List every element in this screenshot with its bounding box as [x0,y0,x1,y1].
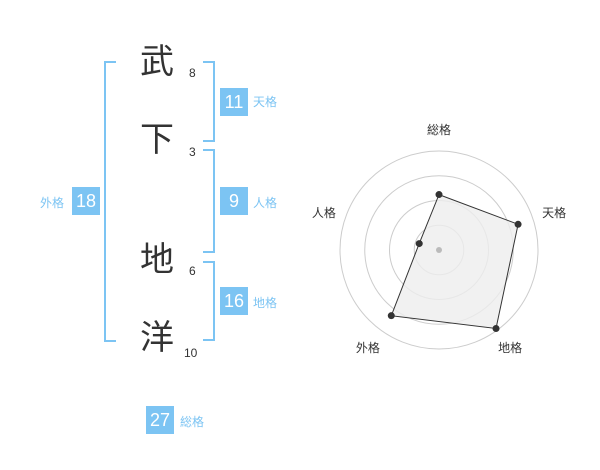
soukaku-label: 総格 [180,415,205,429]
jinkaku-label: 人格 [253,196,278,210]
radar-center-point [436,247,442,253]
surname-char-2: 下 [140,120,174,160]
given-char-1: 地 [140,240,174,280]
tenkaku-label: 天格 [253,95,278,109]
radar-axis-label: 外格 [355,341,380,356]
radar-grid-ring [339,150,539,350]
chikaku-bracket [203,261,215,341]
stroke-count-4: 10 [184,346,198,360]
gaikaku-value-badge: 18 [72,187,100,215]
radar-point-3 [387,312,395,320]
radar-axis-label: 地格 [498,341,523,356]
radar-point-2 [492,324,500,332]
radar-point-1 [514,220,522,228]
stroke-count-3: 6 [189,264,196,278]
radar-point-4 [415,240,423,248]
radar-axis-label: 総格 [427,122,452,137]
tenkaku-value-badge: 11 [220,88,248,116]
stroke-count-2: 3 [189,145,196,159]
soukaku-value-badge: 27 [146,406,174,434]
chikaku-value-badge: 16 [220,287,248,315]
radar-axis-label: 人格 [311,206,336,221]
chikaku-label: 地格 [253,296,278,310]
stroke-count-1: 8 [189,66,196,80]
gaikaku-label: 外格 [40,196,65,210]
radar-grid-ring [364,175,514,325]
radar-axis-label: 天格 [542,206,567,221]
radar-series-polygon [390,193,519,330]
jinkaku-bracket [203,149,215,253]
jinkaku-value-badge: 9 [220,187,248,215]
surname-char-1: 武 [140,42,174,82]
radar-point-0 [435,191,443,199]
given-char-2: 洋 [140,318,174,358]
tenkaku-bracket [203,61,215,142]
gaikaku-bracket [104,61,116,342]
